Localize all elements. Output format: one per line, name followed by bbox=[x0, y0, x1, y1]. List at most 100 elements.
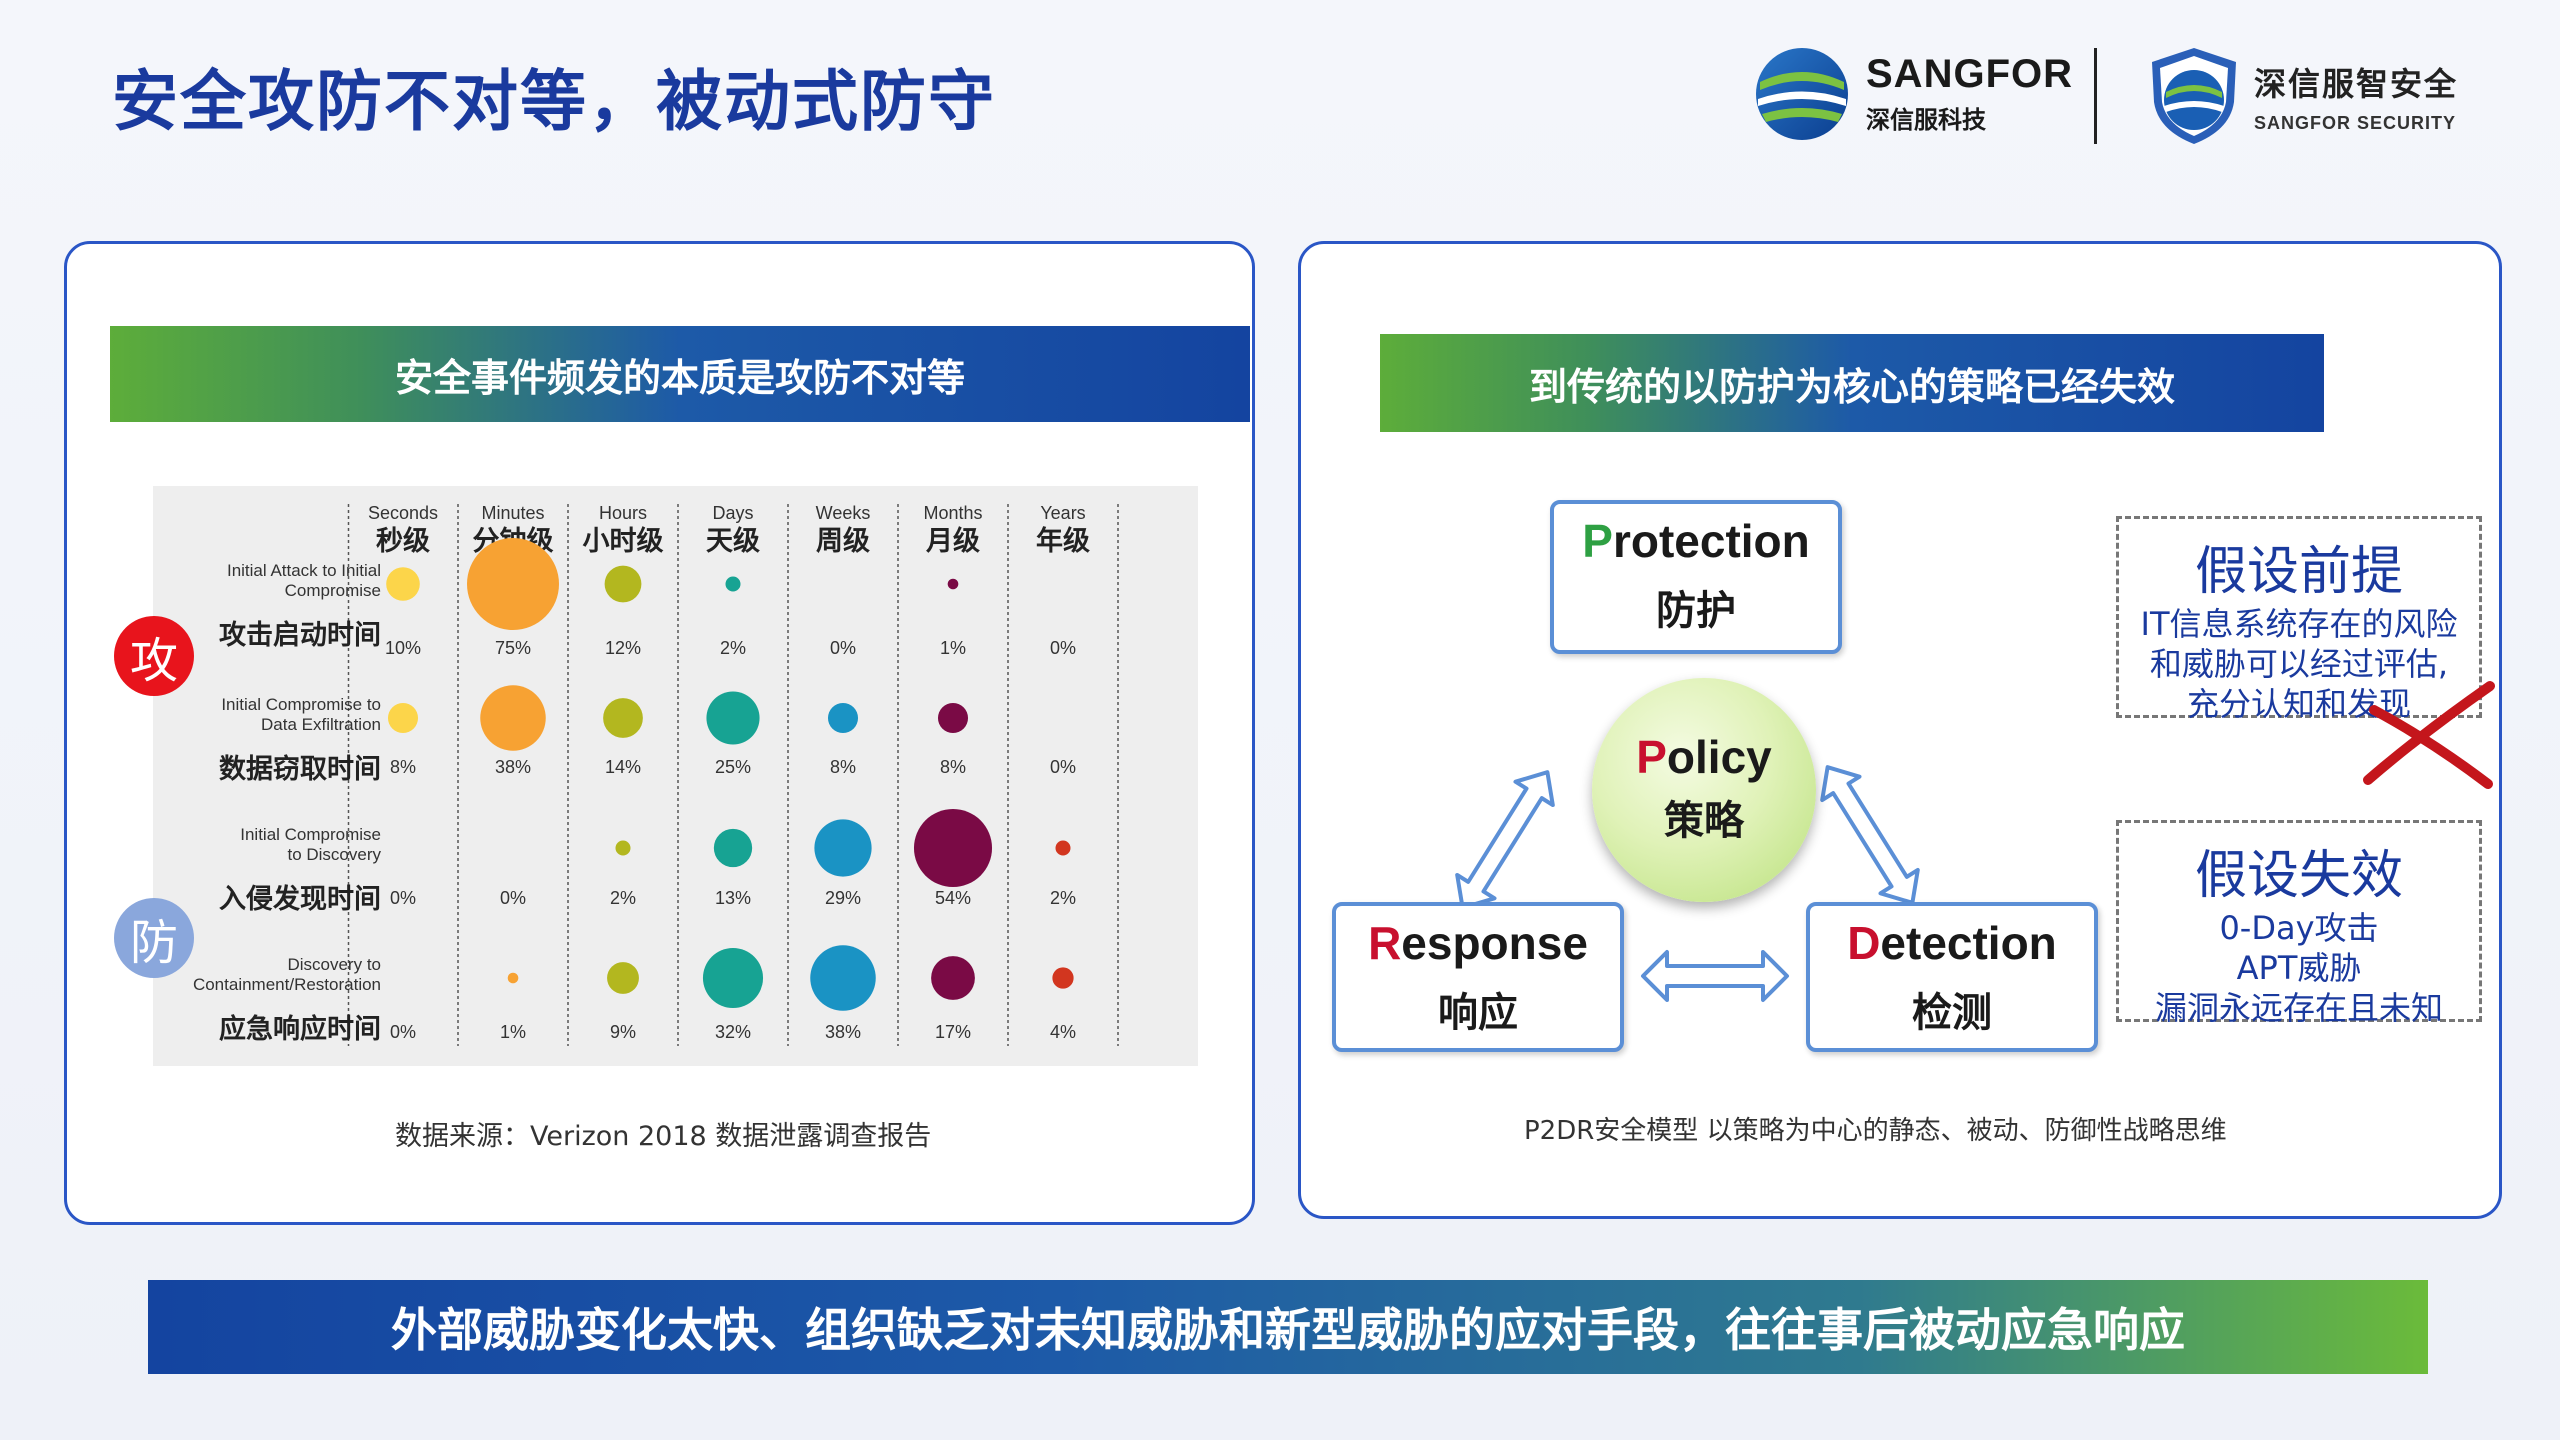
data-value-label: 9% bbox=[610, 1022, 636, 1042]
row-label-cn: 攻击启动时间 bbox=[219, 620, 381, 651]
column-header-cn: 秒级 bbox=[376, 525, 430, 557]
data-value-label: 1% bbox=[940, 638, 966, 658]
data-value-label: 0% bbox=[500, 888, 526, 908]
assumption-invalid-box: 假设失效 0-Day攻击 APT威胁 漏洞永远存在且未知 bbox=[2116, 820, 2482, 1027]
sangfor-globe-icon bbox=[1756, 48, 1848, 140]
data-value-label: 4% bbox=[1050, 1022, 1076, 1042]
security-brand-subtext: SANGFOR SECURITY bbox=[2254, 112, 2457, 133]
data-value-label: 14% bbox=[605, 757, 641, 777]
protection-node: Protection 防护 bbox=[1550, 500, 1842, 654]
sangfor-brand-text: SANGFOR bbox=[1866, 51, 2073, 96]
column-header-en: Years bbox=[1040, 503, 1085, 523]
data-bubble bbox=[1055, 840, 1071, 856]
data-value-label: 38% bbox=[825, 1022, 861, 1042]
data-bubble bbox=[810, 945, 876, 1011]
right-panel-banner: 到传统的以防护为核心的策略已经失效 bbox=[1380, 334, 2324, 432]
policy-initial: P bbox=[1636, 731, 1667, 783]
attack-badge: 攻 bbox=[114, 616, 194, 696]
detection-initial: D bbox=[1847, 917, 1881, 969]
data-bubble bbox=[615, 840, 631, 856]
row-label-en: Containment/Restoration bbox=[193, 975, 381, 994]
policy-label: olicy bbox=[1666, 731, 1772, 783]
row-label-cn: 入侵发现时间 bbox=[219, 883, 381, 915]
response-detection-arrow-icon bbox=[1641, 950, 1789, 1002]
policy-cn-label: 策略 bbox=[1664, 798, 1744, 844]
data-bubble bbox=[937, 702, 969, 734]
data-value-label: 8% bbox=[940, 757, 966, 777]
data-bubble bbox=[725, 576, 741, 592]
detection-label: etection bbox=[1880, 917, 2057, 969]
sangfor-security-logo: 深信服智安全 SANGFOR SECURITY bbox=[2146, 44, 2458, 148]
protection-initial: P bbox=[1582, 515, 1613, 567]
data-value-label: 0% bbox=[390, 888, 416, 908]
data-bubble bbox=[827, 702, 859, 734]
column-header-en: Months bbox=[923, 503, 982, 523]
protection-response-arrow-icon bbox=[1455, 770, 1555, 910]
assumption-premise-title: 假设前提 bbox=[2194, 542, 2403, 602]
column-header-en: Hours bbox=[599, 503, 647, 523]
data-value-label: 32% bbox=[715, 1022, 751, 1042]
data-source-caption: 数据来源：Verizon 2018 数据泄露调查报告 bbox=[395, 1121, 932, 1152]
data-bubble bbox=[702, 947, 764, 1009]
data-bubble bbox=[713, 828, 753, 868]
sangfor-logo: SANGFOR 深信服科技 bbox=[1752, 44, 2073, 144]
data-bubble bbox=[507, 972, 519, 984]
response-cn-label: 响应 bbox=[1438, 990, 1518, 1036]
policy-node: Policy 策略 bbox=[1592, 678, 1816, 902]
column-header-en: Weeks bbox=[816, 503, 871, 523]
row-label-en: Initial Compromise to bbox=[221, 695, 381, 714]
data-value-label: 10% bbox=[385, 638, 421, 658]
data-bubble bbox=[604, 565, 642, 603]
assumption-premise-box: 假设前提 IT信息系统存在的风险 和威胁可以经过评估, 充分认知和发现 bbox=[2116, 516, 2482, 723]
data-value-label: 29% bbox=[825, 888, 861, 908]
assumption-invalid-line1: 0-Day攻击 bbox=[2219, 909, 2379, 947]
p2dr-arrows bbox=[1455, 765, 1920, 1002]
bottom-banner: 外部威胁变化太快、组织缺乏对未知威胁和新型威胁的应对手段，往往事后被动应急响应 bbox=[148, 1280, 2428, 1374]
security-brand-text: 深信服智安全 bbox=[2254, 64, 2459, 103]
assumption-invalid-line2: APT威胁 bbox=[2236, 949, 2362, 987]
data-value-label: 8% bbox=[830, 757, 856, 777]
data-bubble bbox=[913, 808, 993, 888]
data-value-label: 0% bbox=[1050, 638, 1076, 658]
data-value-label: 75% bbox=[495, 638, 531, 658]
data-bubble bbox=[480, 685, 546, 751]
attack-defense-timeline-chart: Seconds秒级Minutes分钟级Hours小时级Days天级Weeks周级… bbox=[153, 486, 1198, 1066]
data-value-label: 0% bbox=[390, 1022, 416, 1042]
column-header-en: Minutes bbox=[481, 503, 544, 523]
shield-icon bbox=[2152, 48, 2236, 144]
protection-label: rotection bbox=[1612, 515, 1810, 567]
row-label-en: Initial Compromise bbox=[240, 825, 381, 844]
defend-badge: 防 bbox=[114, 898, 194, 978]
data-value-label: 0% bbox=[1050, 757, 1076, 777]
data-value-label: 1% bbox=[500, 1022, 526, 1042]
data-bubble bbox=[931, 956, 975, 1000]
logo-divider bbox=[2094, 48, 2097, 144]
detection-cn-label: 检测 bbox=[1912, 990, 1992, 1036]
data-value-label: 2% bbox=[610, 888, 636, 908]
row-label-cn: 应急响应时间 bbox=[219, 1013, 381, 1045]
column-header-en: Days bbox=[712, 503, 753, 523]
column-header-cn: 小时级 bbox=[583, 525, 664, 557]
row-label-cn: 数据窃取时间 bbox=[219, 753, 381, 785]
data-value-label: 13% bbox=[715, 888, 751, 908]
row-label-en: Discovery to bbox=[287, 955, 381, 974]
data-bubble bbox=[467, 538, 559, 630]
data-value-label: 25% bbox=[715, 757, 751, 777]
assumption-premise-line1: IT信息系统存在的风险 bbox=[2140, 605, 2458, 643]
data-value-label: 17% bbox=[935, 1022, 971, 1042]
protection-detection-arrow-icon bbox=[1820, 765, 1920, 905]
column-header-cn: 月级 bbox=[925, 525, 980, 557]
data-value-label: 12% bbox=[605, 638, 641, 658]
assumption-invalid-line3: 漏洞永远存在且未知 bbox=[2154, 989, 2443, 1027]
assumption-invalid-title: 假设失效 bbox=[2194, 846, 2403, 906]
data-bubble bbox=[387, 702, 419, 734]
data-bubble bbox=[706, 691, 760, 745]
row-label-en: Initial Attack to Initial bbox=[227, 561, 381, 580]
cross-mark-icon bbox=[2363, 681, 2495, 789]
row-label-en: Data Exfiltration bbox=[261, 715, 381, 734]
response-node: Response 响应 bbox=[1332, 902, 1624, 1052]
data-bubble bbox=[607, 962, 639, 994]
response-label: esponse bbox=[1401, 917, 1588, 969]
row-label-en: to Discovery bbox=[287, 845, 381, 864]
sangfor-brand-subtext: 深信服科技 bbox=[1866, 105, 1986, 134]
